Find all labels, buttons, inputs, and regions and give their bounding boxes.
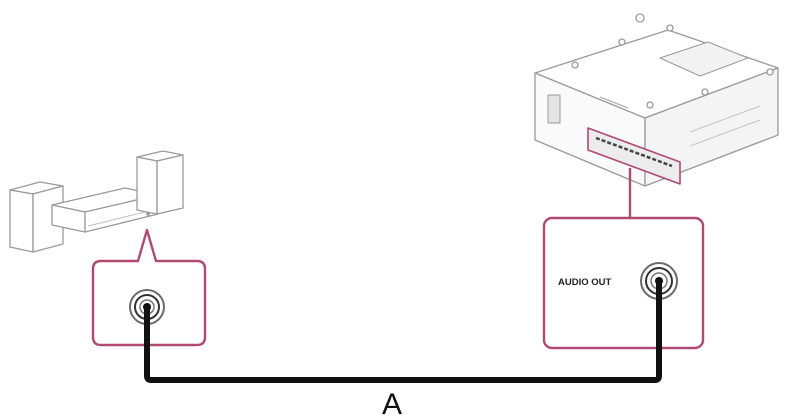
audio-out-label: AUDIO OUT <box>558 277 612 288</box>
cable-label: A <box>382 388 402 420</box>
audio-out-callout <box>542 216 705 350</box>
input-jack-callout <box>91 228 207 347</box>
projector-icon <box>534 13 779 187</box>
audio-cable <box>144 281 662 383</box>
speaker-system-icon <box>9 150 184 253</box>
